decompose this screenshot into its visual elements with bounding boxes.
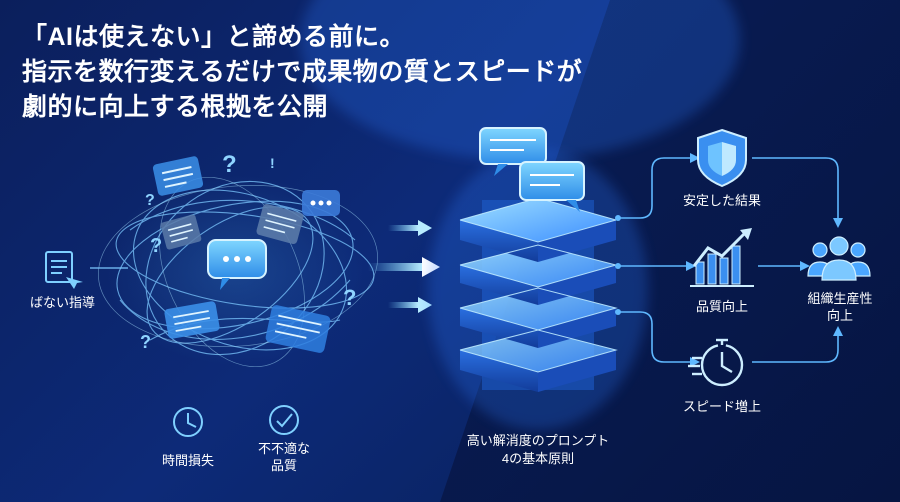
quality-improvement-label: 品質向上 [695,299,748,314]
svg-text:?: ? [150,235,162,257]
svg-text:?: ? [222,151,237,178]
checkmark-icon [269,405,299,435]
flow-lines [618,157,839,363]
svg-text:?: ? [145,192,155,209]
svg-text:?: ? [343,285,356,310]
time-loss-label: 時間損失 [161,453,214,468]
chaos-cluster: ? ? ? ? ? ! [98,151,378,368]
arrow-right-icon [388,297,432,313]
chat-bubble-icon [256,204,304,244]
chat-bubble-icon [160,214,202,250]
clock-icon [173,407,203,437]
chat-bubble-icon [152,156,204,196]
org-productivity-label-line-2: 向上 [826,308,853,323]
svg-text:!: ! [270,155,275,171]
people-group-icon [807,236,871,281]
document-cursor-icon [45,251,83,289]
chat-bubble-icon [302,190,340,216]
headline-line-2: 指示を数行変えるだけで成果物の質とスピードが [22,58,583,86]
question-mark-icon: ? ? ? ? ? ! [140,151,356,352]
chart-up-icon [690,228,754,287]
headline-line-3: 劇的に向上する根拠を公開 [22,93,329,121]
chat-bubble-icon [265,305,331,353]
chat-bubble-icon [164,301,220,339]
org-productivity-label-line-1: 組織生産性 [807,291,873,306]
center-caption-line-2: 4の基本原則 [501,451,575,466]
poor-quality-label-line-2: 品質 [270,458,297,473]
poor-quality-label-line-1: 不不適な [257,441,310,456]
stopwatch-icon [688,338,744,387]
vague-instruction-label: ばない指導 [30,295,96,310]
arrow-right-icon [388,220,432,236]
stable-result-label: 安定した結果 [682,193,761,208]
center-caption-line-1: 高い解消度のプロンプト [466,433,610,448]
svg-text:?: ? [140,332,151,352]
server-stack-icon [428,127,648,430]
shield-icon [697,128,747,188]
speed-increase-label: スピード増上 [682,399,761,414]
headline-line-1: 「AIは使えない」と諦める前に。 [22,23,406,51]
chat-bubble-icon [207,239,267,290]
